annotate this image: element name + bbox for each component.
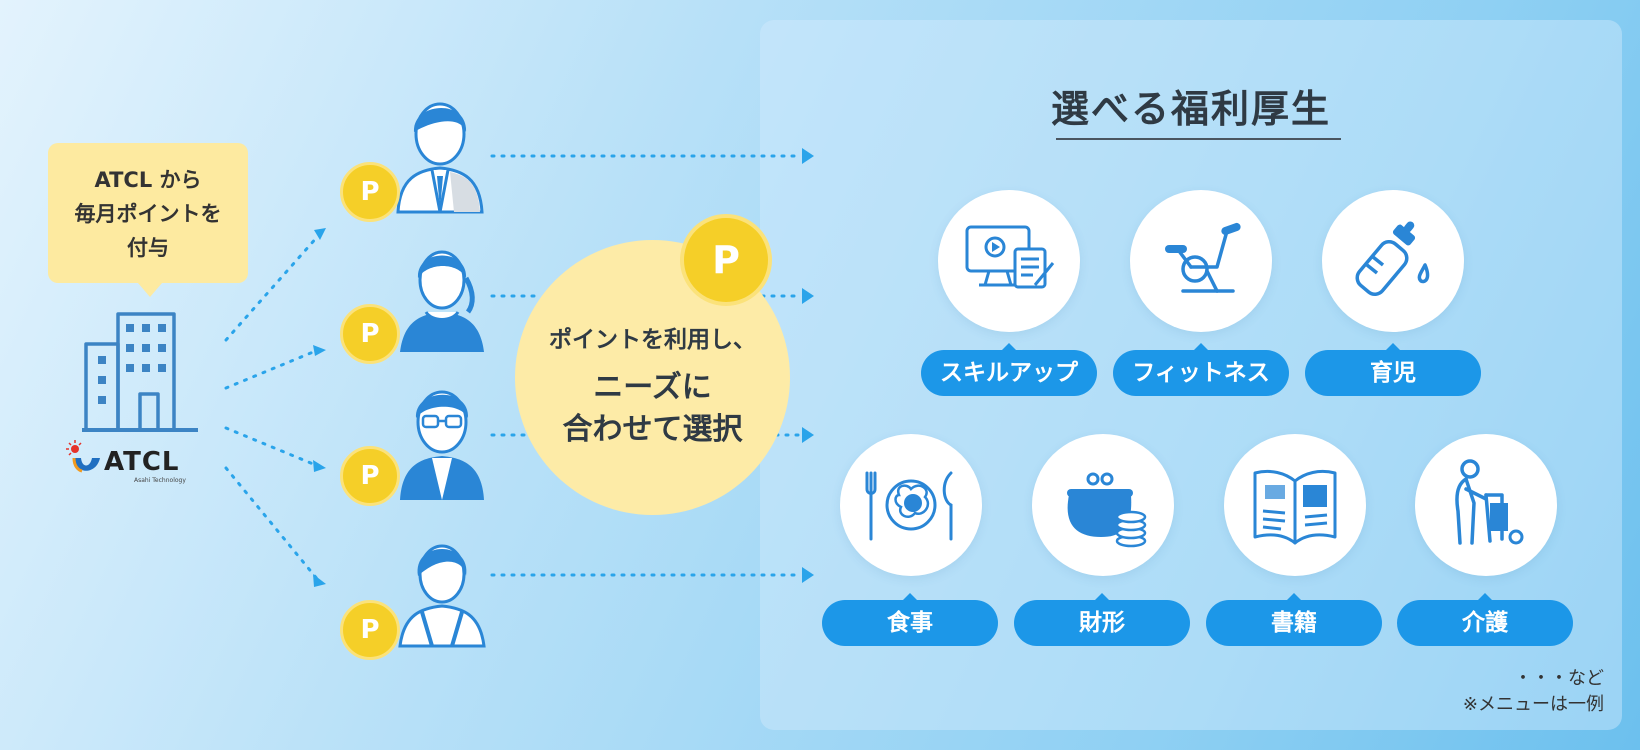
exercise-bike-icon <box>1165 222 1241 293</box>
panel-title: 選べる福利厚生 <box>1050 87 1331 131</box>
person-man-suit-icon <box>396 102 484 214</box>
title-underline <box>1056 138 1341 140</box>
center-line3: 合わせて選択 <box>562 412 743 447</box>
bubble-line1: ATCL から <box>94 168 202 192</box>
center-line1: ポイントを利用し、 <box>549 327 756 353</box>
footnote: ・・・など ※メニューは一例 <box>1380 666 1604 718</box>
elderly-walker-icon <box>1455 459 1524 545</box>
benefit-label-fitness: フィットネス <box>1113 343 1289 396</box>
benefit-label-savings: 財形 <box>1014 593 1190 646</box>
skillup-icon-circle <box>938 190 1080 332</box>
footnote-etc: ・・・など <box>1514 668 1604 689</box>
point-coin: P <box>340 304 400 364</box>
person-man-glasses-icon <box>400 390 484 500</box>
office-building-icon <box>82 312 198 432</box>
meal-icon-circle <box>840 434 982 576</box>
coin-purse-icon <box>1067 472 1147 548</box>
open-book-icon <box>1253 469 1337 545</box>
atcl-logo-subtext: Asahi Technology <box>134 477 186 484</box>
benefit-label-books: 書籍 <box>1206 593 1382 646</box>
meal-plate-icon <box>865 471 953 541</box>
elearning-monitor-icon <box>965 225 1055 289</box>
childcare-icon-circle <box>1322 190 1464 332</box>
large-point-coin: P <box>680 214 772 306</box>
monthly-points-bubble: ATCL から 毎月ポイントを 付与 <box>48 143 248 297</box>
benefit-label-caregiving: 介護 <box>1397 593 1573 646</box>
benefit-label-childcare: 育児 <box>1305 343 1481 396</box>
footnote-example-note: ※メニューは一例 <box>1462 694 1604 715</box>
savings-icon-circle <box>1032 434 1174 576</box>
fitness-icon-circle <box>1130 190 1272 332</box>
point-coin: P <box>340 162 400 222</box>
bubble-line3: 付与 <box>127 236 169 260</box>
atcl-logo-mark <box>66 440 100 473</box>
point-coin: P <box>340 600 400 660</box>
atcl-logo-text: ATCL <box>104 447 180 477</box>
point-coin: P <box>340 446 400 506</box>
benefit-label-meal: 食事 <box>822 593 998 646</box>
center-line2: ニーズに <box>593 370 712 405</box>
person-woman-icon <box>400 250 484 352</box>
books-icon-circle <box>1224 434 1366 576</box>
caregiving-icon-circle <box>1415 434 1557 576</box>
person-woman-shorthair-icon <box>398 544 486 648</box>
benefit-label-skillup: スキルアップ <box>921 343 1097 396</box>
baby-bottle-icon <box>1355 221 1430 296</box>
bubble-line2: 毎月ポイントを <box>74 202 222 226</box>
